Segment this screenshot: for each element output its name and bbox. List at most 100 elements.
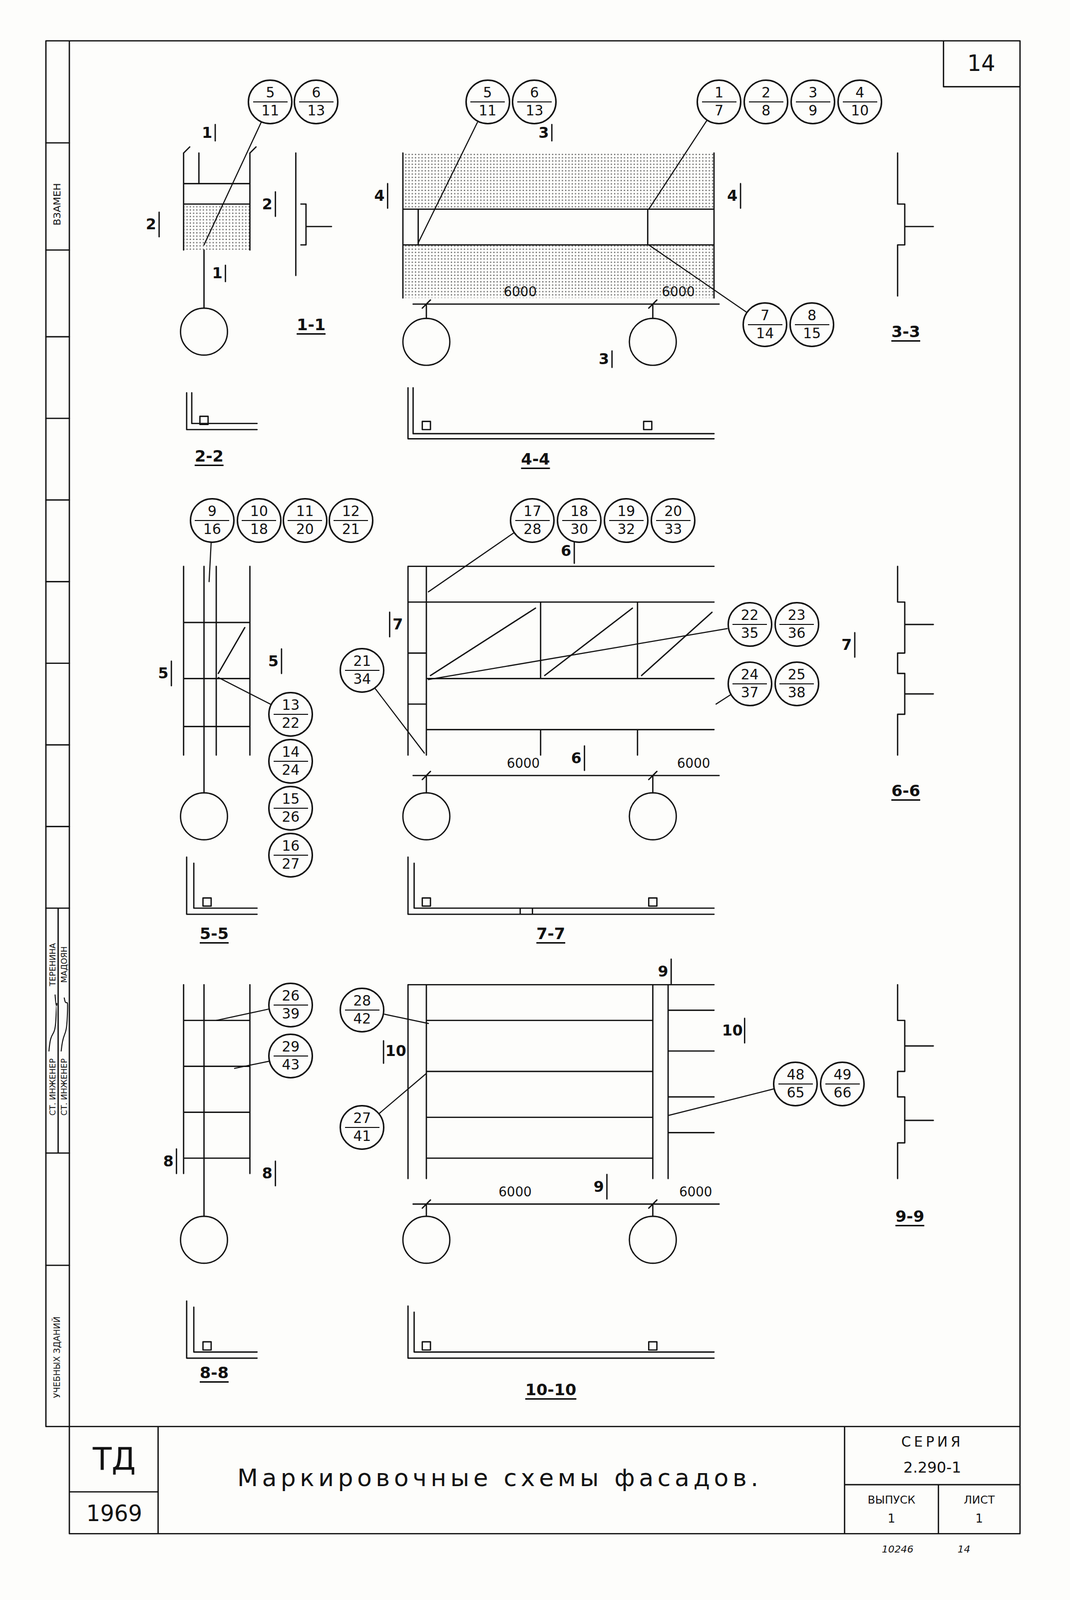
axis-circle: [402, 792, 450, 840]
callout-circle: 2134: [339, 647, 385, 693]
callout-circle: 17: [696, 79, 742, 125]
fraction-bar: [562, 519, 597, 521]
facade-scheme: [412, 770, 719, 793]
callout-number: 13: [281, 698, 300, 713]
title-block-text: ВЫПУСК: [867, 1493, 916, 1505]
fraction-bar: [515, 519, 550, 521]
fraction-bar: [470, 101, 505, 103]
callout-number: 16: [281, 838, 300, 853]
facade-scheme: [183, 566, 251, 793]
facade-scheme: [407, 1305, 714, 1358]
fraction-bar: [273, 854, 309, 856]
callout-circle: 2943: [268, 1033, 314, 1078]
callout-number: 39: [281, 1006, 300, 1021]
callout-circle: 1221: [328, 497, 374, 543]
callout-number: 10: [250, 504, 269, 519]
fraction-bar: [299, 101, 334, 103]
fraction-bar: [333, 519, 368, 521]
section-cut-mark: [159, 124, 855, 1199]
fraction-bar: [273, 807, 309, 809]
facade-scheme: [422, 421, 431, 430]
fraction-bar: [732, 683, 767, 685]
fraction-bar: [273, 760, 309, 762]
title-block-text: ЛИСТ: [963, 1493, 995, 1505]
callout-circle: 511: [465, 79, 511, 125]
cut-mark-label: 9: [657, 963, 669, 979]
axis-circle: [629, 792, 677, 840]
section-label: 10-10: [525, 1381, 577, 1398]
callout-number: 7: [760, 308, 770, 323]
callout-circle: 1830: [556, 497, 602, 543]
fraction-bar: [747, 324, 783, 326]
facade-scheme: [407, 387, 714, 439]
callout-number: 41: [353, 1128, 371, 1143]
fraction-bar: [241, 519, 277, 521]
cut-mark-label: 7: [841, 637, 852, 653]
facade-scheme: [412, 1199, 719, 1216]
callout-circle: 1120: [282, 497, 328, 543]
callout-circle: 2741: [339, 1104, 385, 1150]
section-cut-mark: [176, 958, 745, 1199]
callout-number: 34: [353, 672, 371, 687]
facade-scheme: [648, 1341, 657, 1350]
sheet-number: 10246: [881, 1543, 914, 1554]
facade-scheme: [643, 421, 652, 430]
callout-number: 13: [525, 103, 544, 118]
facade-scheme: [203, 897, 212, 906]
callout-number: 7: [714, 103, 724, 118]
facade-scheme: [412, 300, 719, 319]
title-block-text: ТД: [92, 1442, 136, 1474]
callout-number: 18: [250, 522, 269, 537]
fraction-bar: [825, 1082, 860, 1084]
callout-number: 49: [833, 1067, 852, 1082]
fraction-bar: [345, 669, 380, 671]
facade-scheme: [183, 984, 251, 1216]
hatching: [183, 152, 714, 298]
callout-circle: 2437: [727, 661, 773, 707]
callout-number: 33: [664, 522, 683, 537]
callout-circle: 1526: [268, 785, 314, 831]
title-block-text: СЕРИЯ: [901, 1434, 964, 1449]
drawing-frame: [48, 994, 57, 1051]
title-block-text: 1969: [86, 1501, 143, 1524]
cut-mark-label: 3: [538, 125, 549, 141]
callout-number: 6: [311, 85, 321, 100]
sheet-number: 14: [957, 1543, 971, 1554]
callout-circle: 2639: [268, 982, 314, 1028]
dimension: 6000: [677, 756, 711, 770]
callout-number: 4: [855, 85, 865, 100]
dimension: 6000: [661, 285, 695, 299]
callout-number: 29: [281, 1039, 300, 1054]
callout-number: 2: [761, 85, 771, 100]
callout-number: 25: [787, 667, 806, 682]
callout-number: 23: [787, 608, 806, 623]
fraction-bar: [702, 101, 737, 103]
callout-number: 8: [761, 103, 771, 118]
axis-circle: [180, 308, 228, 356]
fraction-bar: [795, 101, 831, 103]
fraction-bar: [778, 1082, 813, 1084]
leader-line: [204, 120, 775, 1115]
dimension: 6000: [498, 1184, 532, 1198]
dimension: 6000: [503, 285, 537, 299]
dimension: 6000: [506, 756, 540, 770]
callout-number: 15: [802, 326, 821, 341]
axis-circle: [629, 318, 677, 365]
fraction-bar: [273, 1055, 309, 1057]
callout-circle: 4865: [772, 1061, 818, 1106]
fraction-bar: [253, 101, 288, 103]
callout-number: 30: [570, 522, 589, 537]
callout-number: 12: [342, 504, 360, 519]
cut-mark-label: 4: [726, 188, 738, 204]
callout-circle: 613: [511, 79, 557, 125]
cut-mark-label: 6: [560, 543, 572, 559]
drawing-frame: [45, 40, 1021, 1534]
callout-number: 24: [281, 762, 300, 777]
cut-mark-label: 8: [262, 1165, 273, 1181]
callout-number: 26: [281, 809, 300, 824]
axis-circle: [180, 308, 677, 1263]
callout-circle: 815: [789, 302, 835, 348]
callout-number: 32: [617, 522, 636, 537]
drawing-frame: [61, 997, 68, 1051]
